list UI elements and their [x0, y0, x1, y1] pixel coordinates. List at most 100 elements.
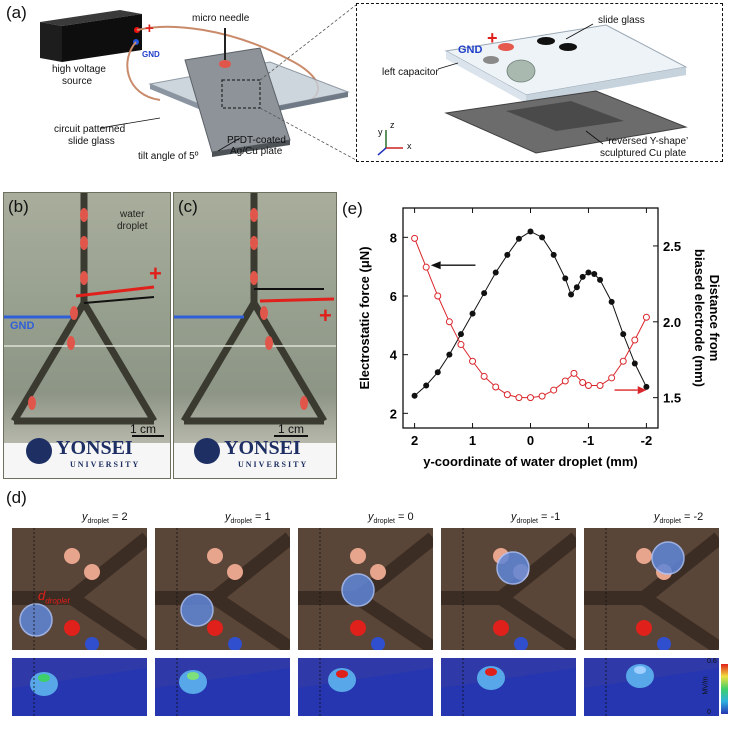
colorbar-unit: MV/m [702, 676, 710, 695]
yonsei-seal-b [26, 438, 52, 464]
sim-top-view-drawing [441, 528, 581, 654]
data-point [619, 357, 627, 365]
uni-name-c: YONSEI [224, 437, 301, 459]
data-point [597, 276, 604, 283]
high-voltage-box [40, 10, 142, 26]
axis-x-label: x [407, 141, 412, 151]
panel-c-channel [174, 193, 336, 478]
plate-label-1: PFDT-coated [227, 135, 286, 146]
ydroplet-label: ydroplet = 2 [82, 511, 128, 526]
axis-y-label: y [378, 127, 383, 137]
data-point [434, 369, 441, 376]
sim-top-view [298, 528, 438, 654]
left-capacitor-label: left capacitor [382, 67, 439, 78]
yonsei-seal-c [194, 438, 220, 464]
data-point [457, 341, 465, 349]
inset-gnd-label: GND [458, 44, 483, 56]
data-point [469, 310, 476, 317]
red-electrode [498, 43, 514, 51]
panel-d-label: (d) [6, 488, 27, 507]
data-point [568, 291, 575, 298]
panel-c-label: (c) [178, 197, 198, 216]
sim-field-view [298, 658, 433, 716]
panel-c-photo: (c) + 1 cm YONSEI UNIVERSITY [173, 192, 337, 479]
data-point [579, 273, 586, 280]
tilt-label: tilt angle of 5º [138, 151, 199, 162]
micro-needle-label: micro needle [192, 13, 250, 24]
reversed-y-label-1: ‘reversed Y-shape’ [606, 136, 689, 147]
y2-tick-label: 2.0 [663, 315, 681, 330]
data-point [434, 292, 442, 300]
data-point [492, 383, 500, 391]
x-axis-label: y-coordinate of water droplet (mm) [423, 454, 638, 469]
data-point [504, 251, 511, 258]
y-axis-label: Electrostatic force (μN) [357, 246, 372, 389]
sim-top-view [441, 528, 581, 654]
data-point [527, 394, 534, 402]
x-tick-label: -1 [583, 433, 595, 448]
x-tick-label: 2 [411, 433, 418, 448]
data-point [585, 269, 592, 276]
x-tick-label: 1 [469, 433, 476, 448]
gnd-label-b: GND [10, 320, 35, 332]
sim-top-view [155, 528, 295, 654]
sim-field-view [441, 658, 576, 716]
sim-field-drawing [584, 658, 719, 716]
data-point [550, 386, 558, 394]
data-point [480, 372, 488, 380]
scale-label-b: 1 cm [130, 422, 157, 436]
ydroplet-label: ydroplet = 1 [225, 511, 271, 526]
y2-axis-label-1: Distance from [707, 275, 722, 362]
left-axis-arrowhead [430, 261, 441, 270]
series-line-1 [414, 238, 647, 399]
droplet-label: droplet [117, 221, 148, 232]
data-point [411, 392, 418, 399]
colorbar-min: 0 [707, 709, 711, 716]
inset-box [356, 3, 723, 162]
sim-top-view-drawing [12, 528, 152, 654]
data-point [492, 269, 499, 276]
panel-e-label: (e) [342, 199, 363, 218]
high-voltage-label: high voltage [52, 64, 106, 75]
inset-capacitor [377, 23, 688, 156]
inset-droplet [506, 59, 536, 83]
data-point [538, 392, 546, 400]
sim-field-drawing [155, 658, 290, 716]
data-point [550, 251, 557, 258]
sim-top-view-drawing [584, 528, 724, 654]
sim-field-drawing [12, 658, 147, 716]
y-tick-label: 2 [390, 406, 397, 421]
y2-axis-label-2: biased electrode (mm) [692, 249, 707, 387]
data-point [527, 228, 534, 235]
sim-top-view-drawing [298, 528, 438, 654]
data-point [411, 234, 419, 242]
data-point [631, 336, 639, 344]
uni-name-b: YONSEI [56, 437, 133, 459]
y2-tick-label: 1.5 [663, 391, 681, 406]
ydroplet-label: ydroplet = -2 [654, 511, 704, 526]
data-point [562, 275, 569, 282]
data-point [570, 369, 578, 377]
data-point [561, 377, 569, 385]
plus-label-b: + [149, 261, 162, 286]
inset-plus-label: + [487, 28, 498, 48]
y-tick-label: 8 [390, 230, 397, 245]
data-point [539, 234, 546, 241]
data-point [515, 394, 523, 402]
data-point [422, 263, 430, 271]
source-label: source [62, 76, 93, 87]
data-point [608, 374, 616, 382]
gnd-label-a: GND [142, 50, 160, 59]
panel-a-label: (a) [6, 3, 27, 22]
data-point [515, 235, 522, 242]
axis-z-label: z [390, 120, 395, 130]
sim-field-drawing [298, 658, 433, 716]
d-droplet-label: ddroplet [38, 588, 70, 606]
data-point [596, 382, 604, 390]
sim-field-drawing [441, 658, 576, 716]
y-tick-label: 6 [390, 289, 397, 304]
